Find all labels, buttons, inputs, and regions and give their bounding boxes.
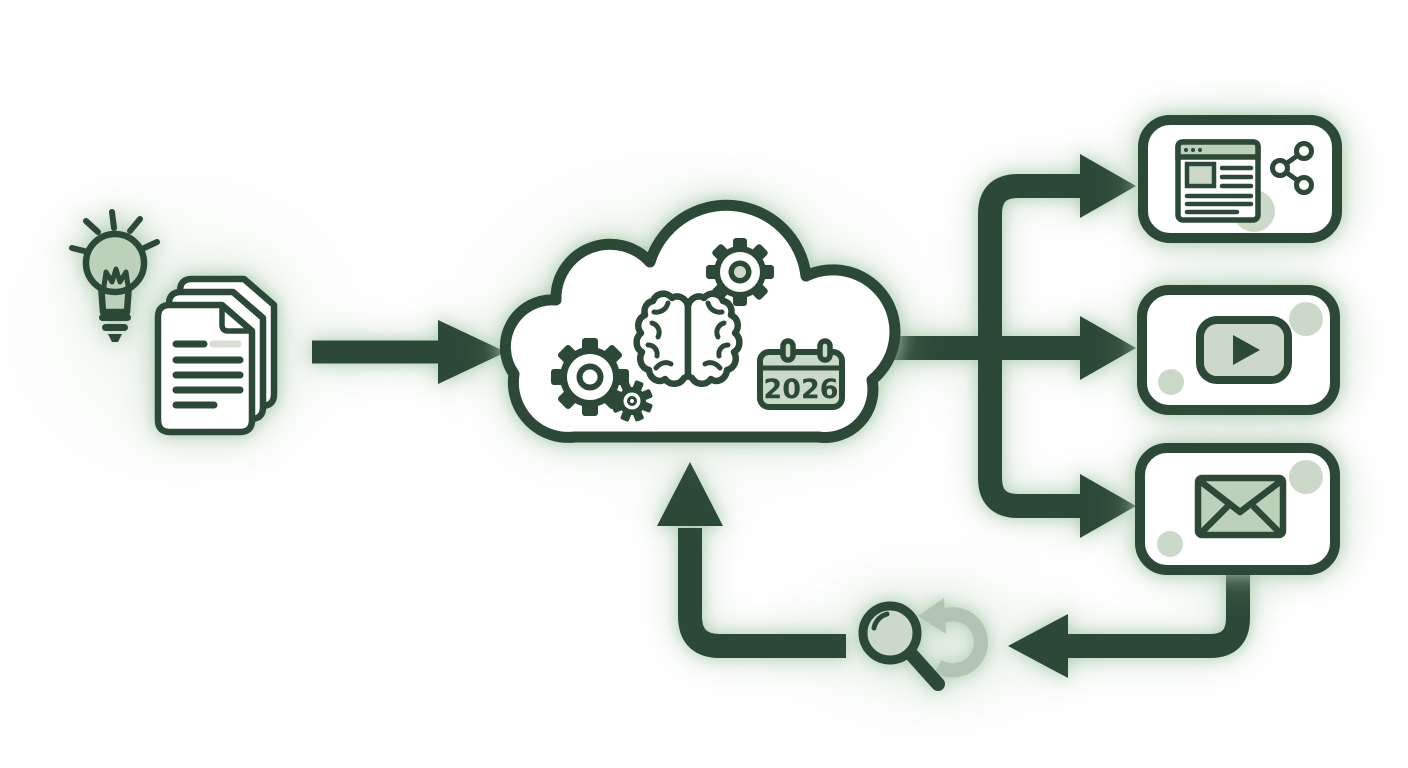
input-to-cloud-arrow [312,320,506,384]
decor-circle [1158,369,1184,395]
share-icon [1270,141,1314,195]
gear-top-icon [706,238,774,306]
decor-circle [1157,531,1183,557]
output-web-card [1138,115,1342,243]
feedback-left-arrowhead [1008,614,1068,678]
feedback-up-arrowhead [657,462,723,526]
input-idea-group [69,209,278,436]
documents-icon [154,275,278,436]
branch-middle-arrowhead [1080,316,1136,380]
envelope-icon [1194,474,1287,539]
magnifier-icon [858,601,945,691]
lightbulb-icon [82,230,148,342]
browser-window-icon [1175,139,1261,223]
brain-icon [633,294,740,384]
output-video-card [1137,285,1340,415]
refresh-icon [918,598,988,678]
decor-circle [1289,302,1323,336]
cloud-processor: 2026 [499,199,901,443]
video-play-icon [1196,316,1292,384]
filament-icon [100,266,132,296]
output-email-card [1135,443,1340,575]
branch-top-arrowhead [1080,154,1136,218]
cloud-to-outputs-arrows [870,154,1136,538]
gear-small-icon [611,380,653,422]
calendar-icon: 2026 [757,338,845,410]
feedback-loop [657,462,1250,691]
calendar-year-text: 2026 [763,374,838,405]
branch-bottom-arrowhead [1080,474,1136,538]
document-text-lines [172,340,244,409]
decor-circle [1289,460,1323,494]
